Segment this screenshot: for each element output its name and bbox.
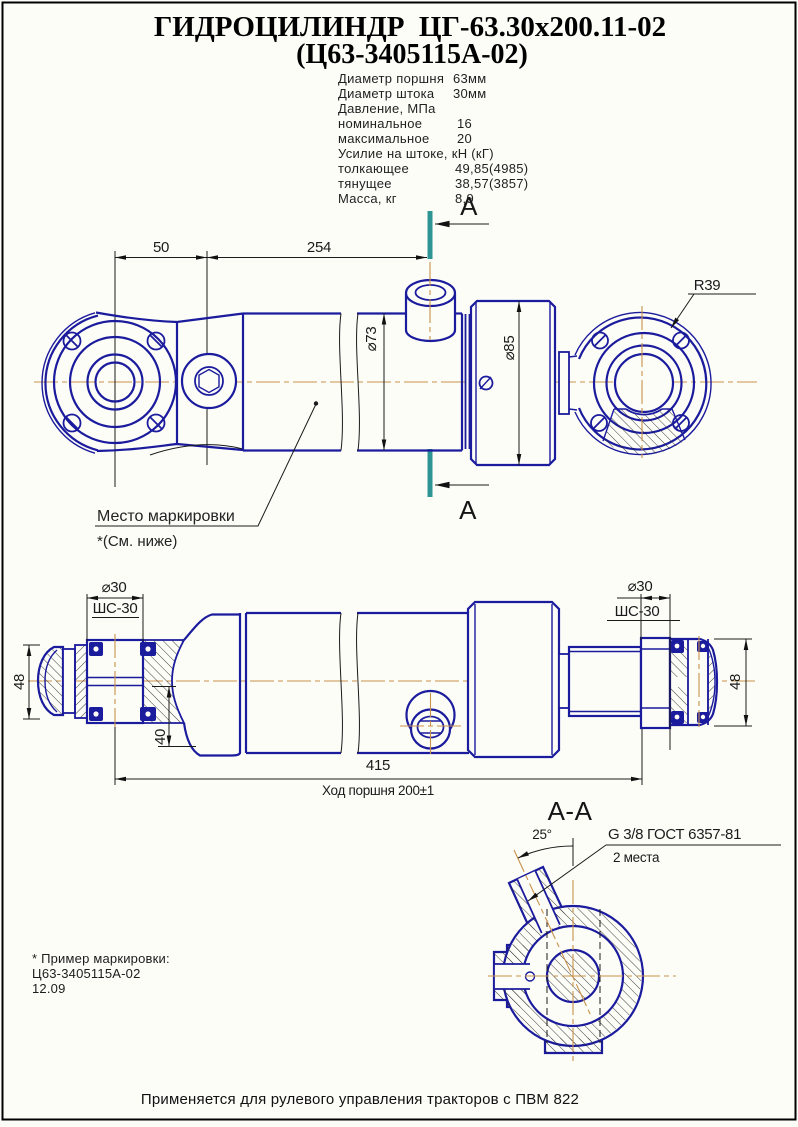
left-joint — [36, 634, 186, 729]
dim-dia73: ⌀73 — [363, 327, 380, 352]
spec-value: 20 — [457, 131, 472, 146]
dim-dia30-right: ⌀30 ШС-30 — [607, 578, 680, 750]
section-title: А-А — [548, 796, 593, 826]
right-joint — [639, 636, 719, 730]
spec-value: 8,9 — [455, 191, 474, 206]
rear-eye — [41, 311, 244, 456]
top-view: 50 254 А А — [34, 191, 757, 550]
spec-value: 16 — [457, 116, 472, 131]
dim-40: 40 — [152, 729, 169, 745]
marking-label: Место маркировки — [97, 508, 235, 525]
dim-254: 254 — [307, 239, 331, 256]
dim-48: 48 — [727, 674, 744, 690]
spec-value: 38,57(3857) — [455, 176, 528, 191]
spec-label: Диаметр штока — [338, 86, 435, 101]
dim-dia85: ⌀85 — [501, 336, 518, 361]
marking-example-title: * Пример маркировки: — [32, 951, 170, 966]
dim-dia30: ⌀30 — [102, 579, 127, 596]
spec-label: Давление, МПа — [338, 101, 436, 116]
footer-note: Применяется для рулевого управления трак… — [141, 1091, 579, 1108]
rod-eye: R39 — [558, 277, 756, 458]
spec-label: тянущее — [338, 176, 392, 191]
dim-40: 40 — [152, 686, 196, 747]
header: ГИДРОЦИЛИНДР ЦГ-63.30х200.11-02 (Ц63-340… — [154, 11, 666, 70]
section-letter-bottom: А — [459, 495, 477, 525]
dim-415: 415 — [366, 757, 390, 774]
dim-50: 50 — [153, 239, 169, 256]
spec-value: 30мм — [453, 86, 487, 101]
spec-label: номинальное — [338, 116, 422, 131]
dim-48-left: 48 — [11, 644, 40, 720]
spec-value: 63мм — [453, 71, 487, 86]
spec-table: Диаметр поршня 63мм Диаметр штока 30мм Д… — [338, 71, 528, 206]
marking-see-below: *(См. ниже) — [97, 533, 177, 550]
end-cap — [182, 613, 242, 757]
port-boss — [404, 262, 457, 343]
page-title: ГИДРОЦИЛИНДР ЦГ-63.30х200.11-02 — [154, 11, 666, 43]
bearing-label: ШС-30 — [93, 600, 138, 617]
dim-48-right: 48 — [714, 638, 752, 727]
rod — [558, 645, 643, 718]
section-mark-bottom — [427, 449, 433, 497]
spec-value: 49,85(4985) — [455, 161, 528, 176]
dim-angle: 25° — [532, 827, 552, 842]
stroke-label: Ход поршня 200±1 — [322, 783, 434, 798]
dim-48: 48 — [11, 674, 28, 690]
dim-r39: R39 — [694, 277, 721, 294]
middle-view: ⌀30 ШС-30 ⌀30 ШС-30 48 48 — [11, 578, 758, 798]
thread-note: G 3/8 ГОСТ 6357-81 — [608, 826, 741, 843]
gland — [464, 299, 557, 467]
spec-label: Диаметр поршня — [338, 71, 444, 86]
dim-415: 415 Ход поршня 200±1 — [114, 727, 643, 798]
section-mark-top — [427, 211, 433, 259]
spec-label: максимальное — [338, 131, 430, 146]
dim-dia30: ⌀30 — [628, 578, 653, 595]
page-subtitle: (Ц63-3405115А-02) — [296, 39, 528, 70]
gland-mid — [466, 600, 561, 759]
cylinder-tube — [241, 312, 464, 452]
places-note: 2 места — [613, 850, 660, 865]
marking-note: Место маркировки *(См. ниже) — [95, 401, 319, 550]
marking-example-date: 12.09 — [32, 981, 66, 996]
section-view: А-А 25° G 3/8 ГО — [488, 796, 781, 1064]
spec-label: Масса, кг — [338, 191, 397, 206]
marking-example-code: Ц63-3405115А-02 — [32, 966, 141, 981]
dim-dia30-left: ⌀30 ШС-30 — [86, 579, 144, 641]
marking-example: * Пример маркировки: Ц63-3405115А-02 12.… — [32, 951, 170, 996]
spec-label: Усилие на штоке, кН (кГ) — [338, 146, 494, 161]
spec-label: толкающее — [338, 161, 409, 176]
bearing-label: ШС-30 — [615, 603, 660, 620]
section-letter-top: А — [460, 191, 478, 221]
tube — [238, 611, 469, 757]
